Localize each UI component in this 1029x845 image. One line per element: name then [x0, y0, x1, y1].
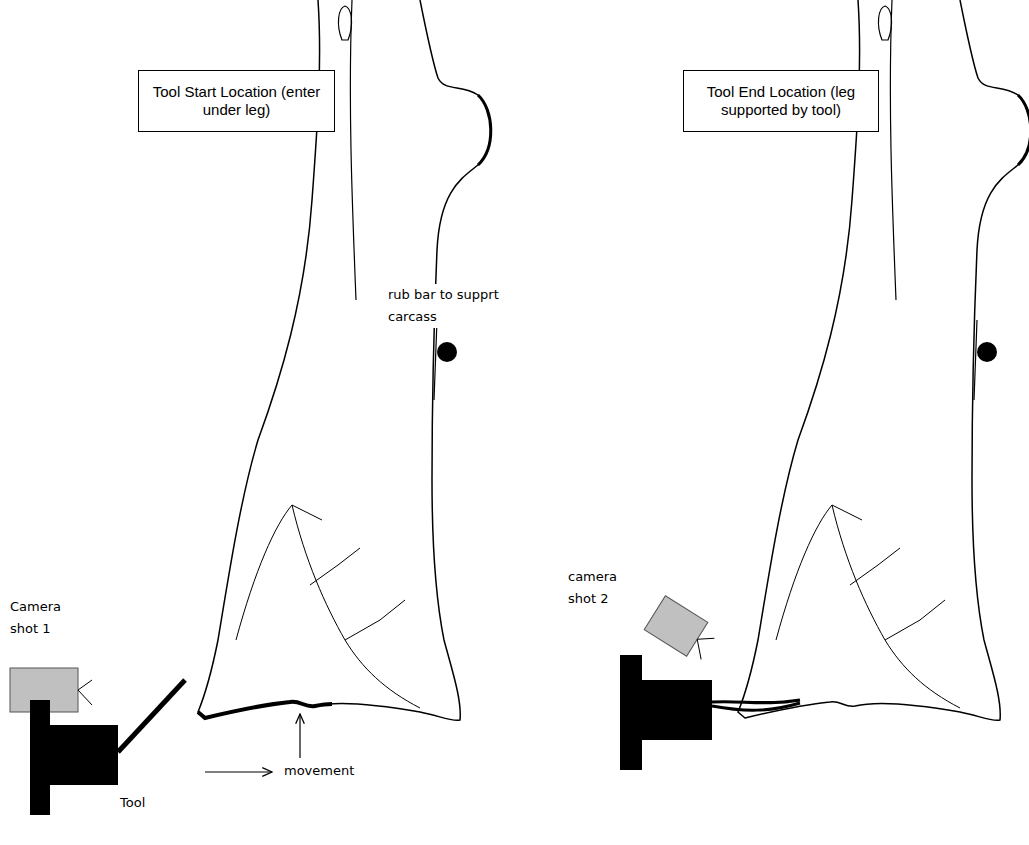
note-label: Tool — [118, 792, 147, 814]
box-text: Tool End Location (leg supported by tool… — [694, 83, 868, 119]
note-label: camera shot 2 — [566, 566, 640, 610]
note-label: movement — [282, 760, 356, 782]
location-box: Tool End Location (leg supported by tool… — [683, 70, 879, 132]
box-text: Tool Start Location (enter under leg) — [149, 83, 324, 119]
location-box: Tool Start Location (enter under leg) — [138, 70, 335, 132]
note-label: Camera shot 1 — [8, 596, 82, 640]
note-label: rub bar to supprt carcass — [386, 284, 530, 328]
